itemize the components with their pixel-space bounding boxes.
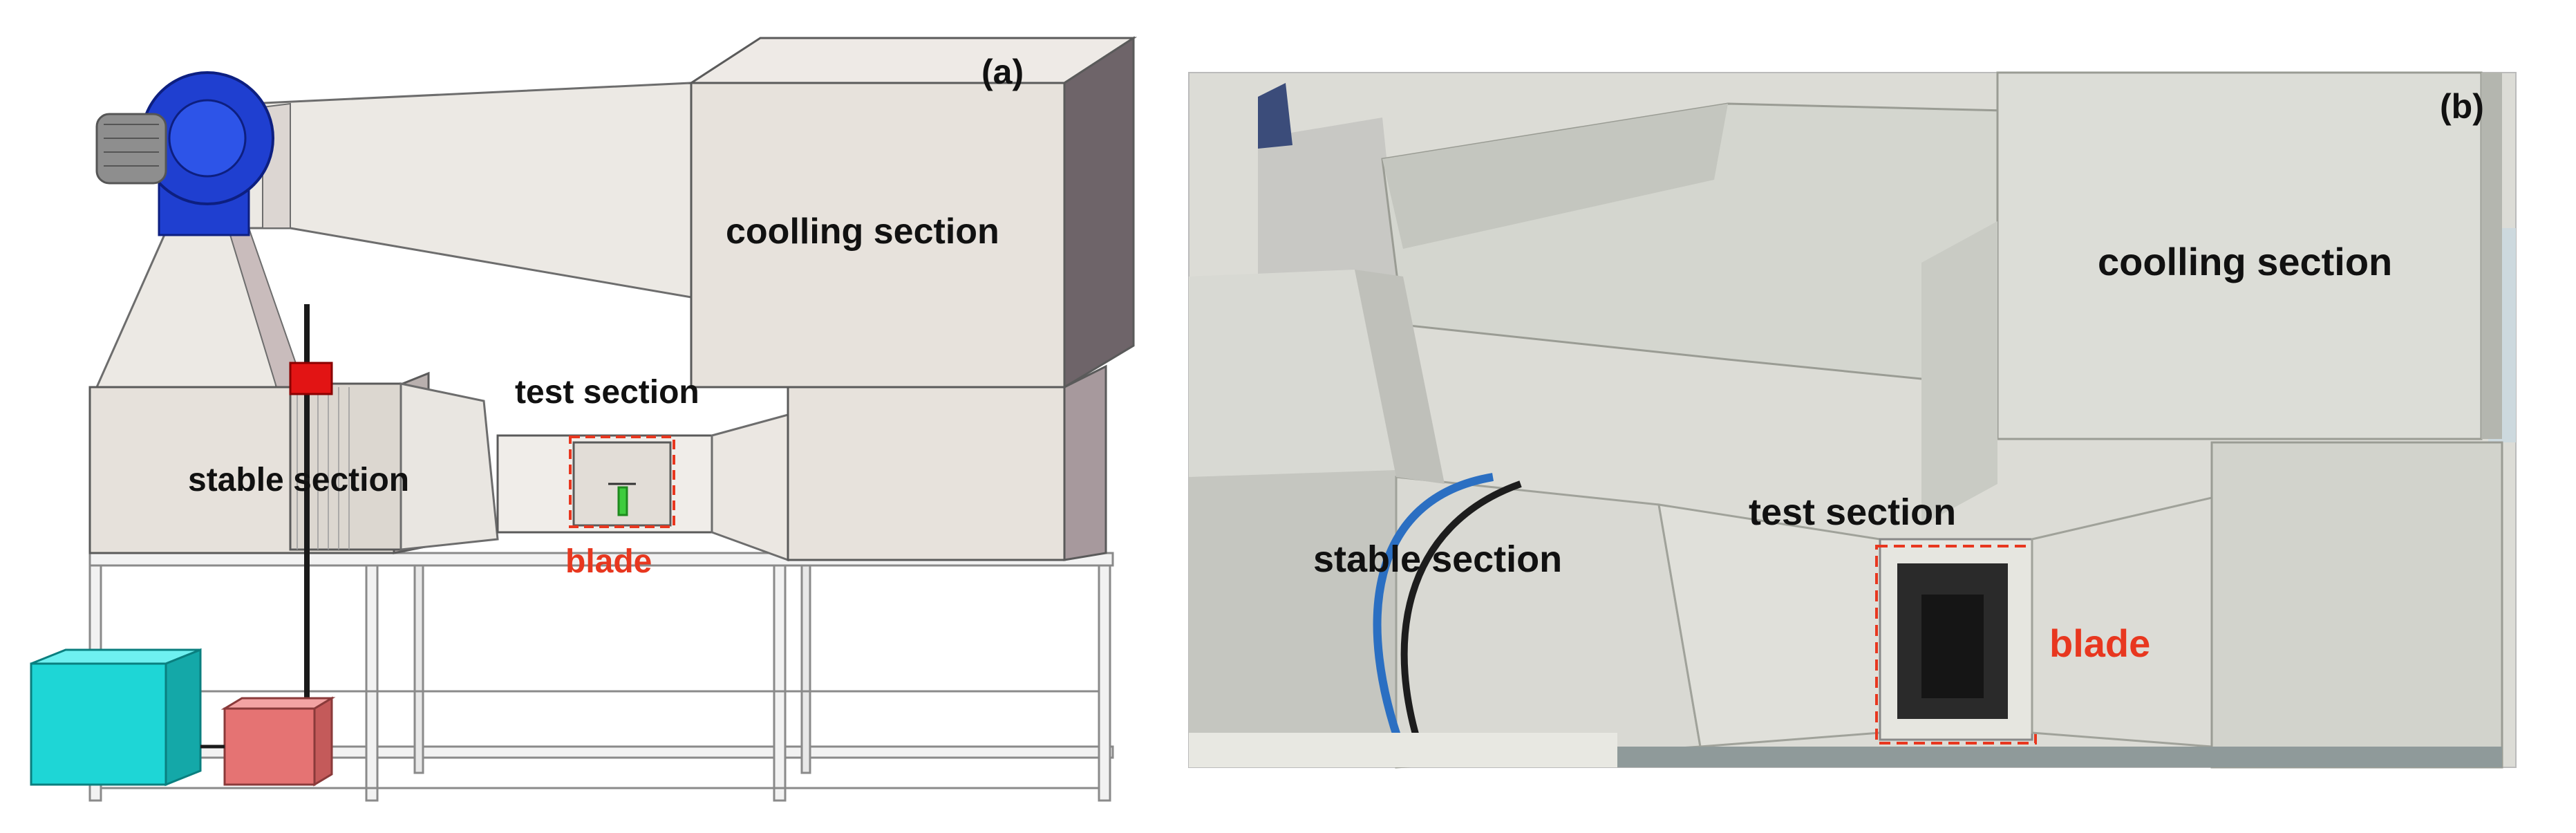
test-section-photo <box>1657 503 2033 748</box>
label-test-section-a: test section <box>515 374 699 411</box>
panel-a-cad-drawing: (a) coolling section test section stable… <box>0 0 1175 833</box>
test-section-box <box>496 434 713 534</box>
label-blade-b: blade <box>2049 621 2151 665</box>
right-lower-box-photo <box>2210 441 2503 769</box>
control-cabinet <box>30 648 202 787</box>
controller-box <box>220 696 336 787</box>
blade-highlight-b <box>1875 545 2037 745</box>
label-test-section-b: test section <box>1749 492 1957 533</box>
label-stable-section-a: stable section <box>188 462 410 498</box>
photo-illustration <box>1188 71 2517 769</box>
panel-b-photo: (b) coolling section test section stable… <box>1175 0 2576 833</box>
panel-b-tag: (b) <box>2440 87 2484 126</box>
cad-drawing <box>30 36 1138 802</box>
label-blade-a: blade <box>565 543 652 580</box>
label-cooling-section-a: coolling section <box>726 212 999 252</box>
sensor-probe <box>289 304 333 719</box>
right-lower-box <box>787 364 1107 561</box>
contraction-duct <box>399 382 499 551</box>
fan-blower <box>95 71 274 236</box>
blade-highlight-a <box>569 436 675 528</box>
silver-duct <box>1258 118 1403 318</box>
upper-duct <box>247 82 693 299</box>
cooling-section-photo <box>1921 71 2502 525</box>
label-stable-section-b: stable section <box>1313 539 1563 580</box>
label-cooling-section-b: coolling section <box>2098 240 2393 283</box>
stable-section-photo <box>1189 270 1702 769</box>
cooling-section-box <box>687 36 1138 389</box>
panel-a-tag: (a) <box>981 53 1024 91</box>
diffuser-duct <box>711 413 789 562</box>
support-frame <box>88 552 1114 802</box>
